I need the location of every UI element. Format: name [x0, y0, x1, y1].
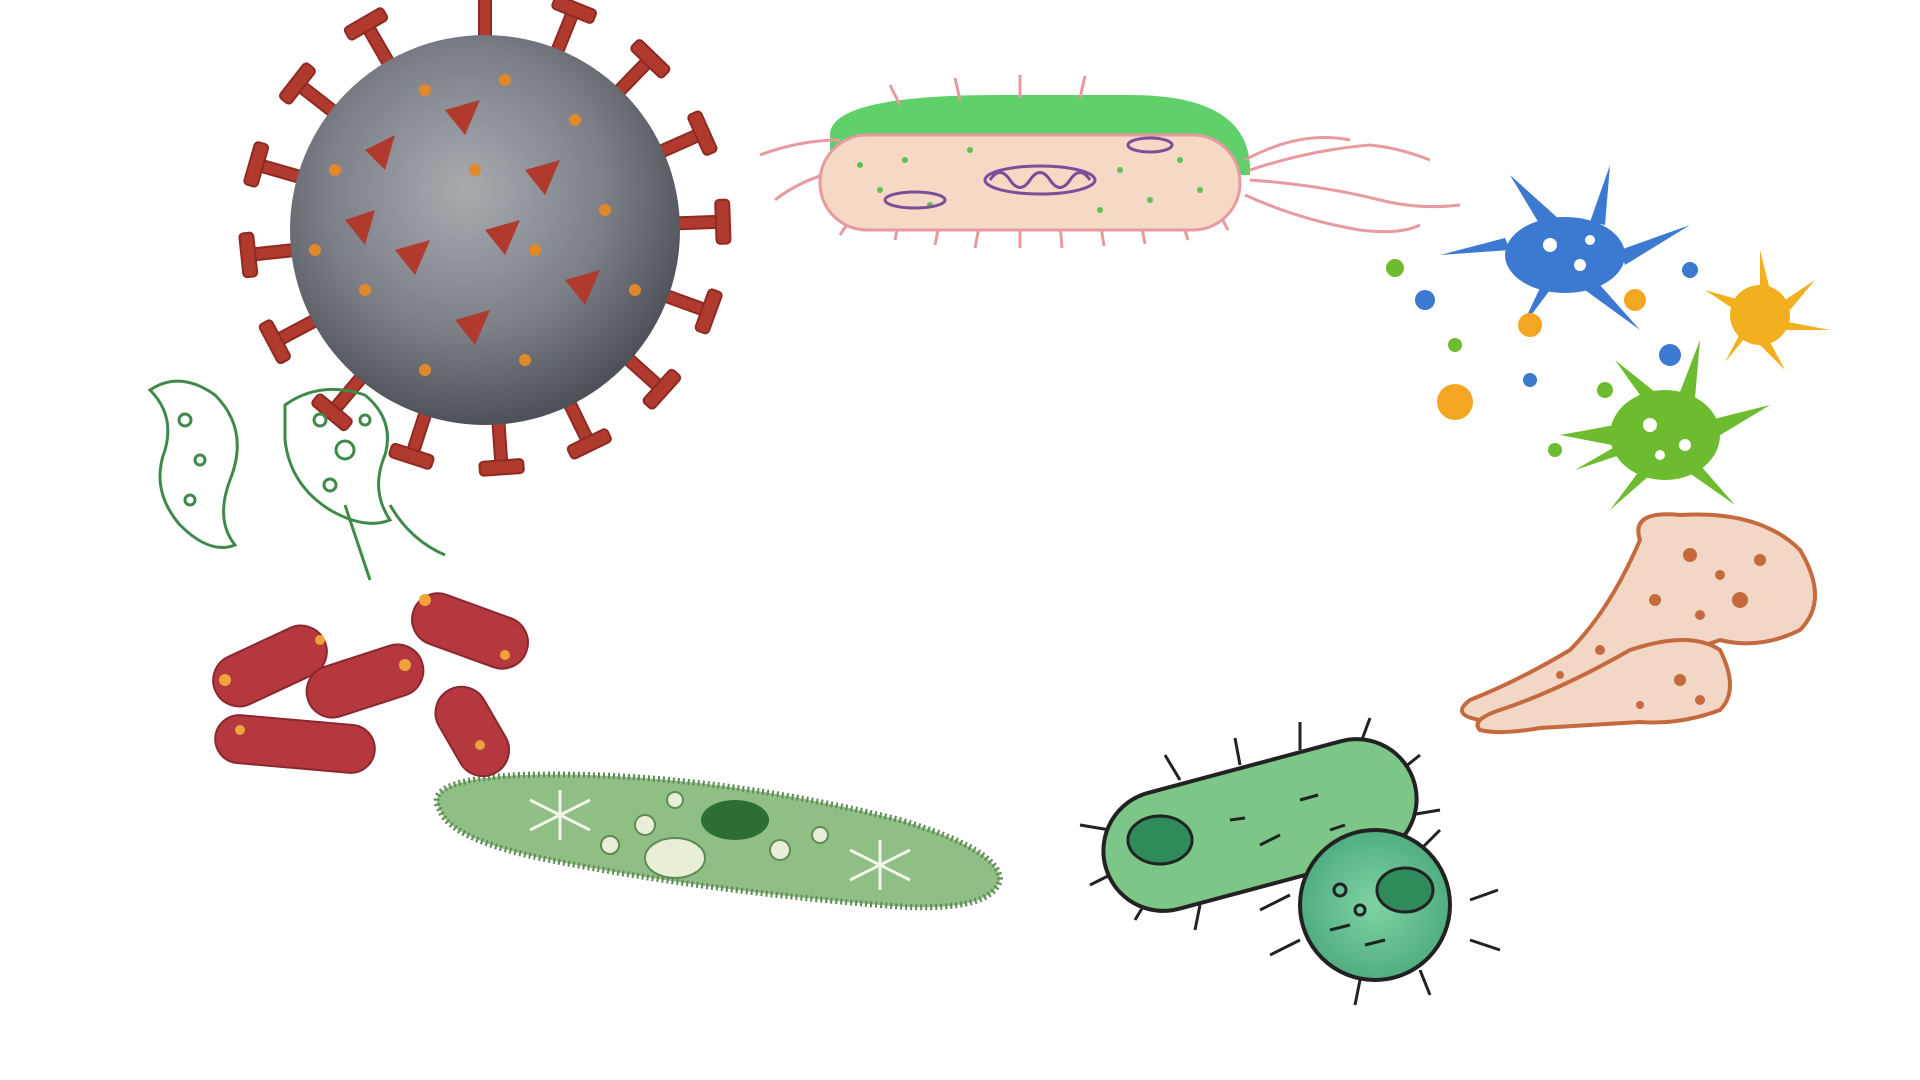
scattered-dots: [1386, 259, 1698, 457]
virus-spikes: [238, 0, 732, 477]
blue-splat: [1440, 165, 1690, 330]
green-splat: [1560, 340, 1770, 510]
virus-surface-dots: [309, 74, 641, 376]
green-cocci-pair: [1079, 717, 1501, 1006]
contractile-vacuoles: [529, 790, 911, 890]
virus-surface-spikes: [345, 100, 600, 345]
spirillum-sketches: [147, 379, 446, 581]
coronavirus-illustration: [238, 0, 732, 477]
splat-microbes: [1386, 165, 1830, 510]
yellow-splat: [1705, 250, 1830, 370]
rod-coccus: [1101, 737, 1419, 913]
paramecium-body: [433, 771, 1004, 911]
amoeba-lower: [1475, 638, 1732, 735]
paramecium-nucleus: [701, 800, 769, 840]
flagellated-bacterium: [759, 75, 1461, 249]
paramecium: [433, 771, 1004, 911]
bacterium-nucleoid: [883, 136, 1174, 210]
amoeba-sketches: [1460, 512, 1817, 735]
red-rod-bacteria: [212, 592, 529, 778]
